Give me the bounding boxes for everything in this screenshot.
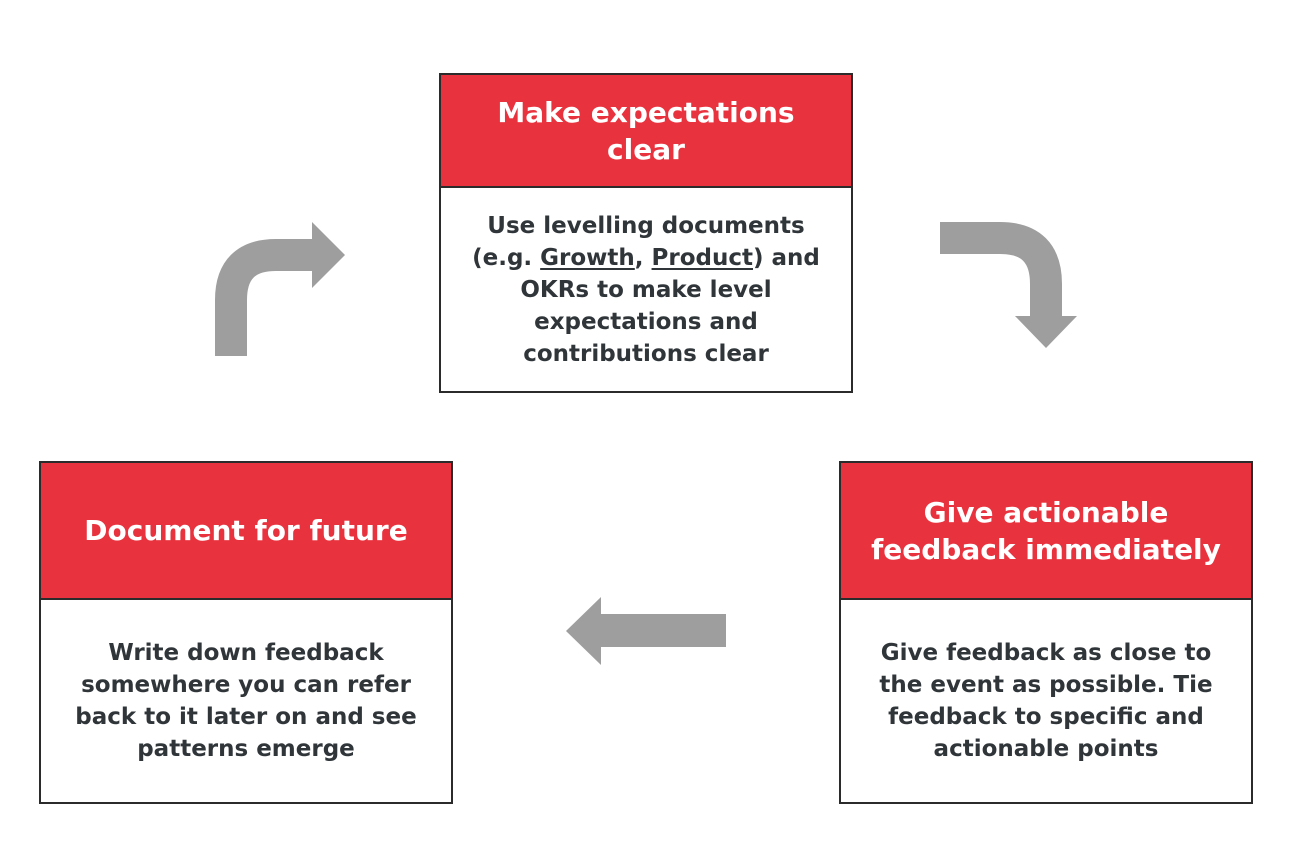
card-make-expectations-clear: Make expectations clear Use levelling do… [439, 73, 853, 393]
card-title: Document for future [41, 463, 451, 600]
card-description: Use levelling documents (e.g. Growth, Pr… [441, 188, 851, 391]
card-description-suffix: ) and OKRs to make level expectations an… [520, 244, 820, 367]
growth-link[interactable]: Growth [540, 244, 635, 271]
card-description-prefix: Use levelling documents (e.g. [472, 212, 805, 271]
arrow-left-icon [566, 597, 726, 665]
product-link[interactable]: Product [651, 244, 754, 271]
card-description: Give feedback as close to the event as p… [841, 600, 1251, 802]
card-title: Give actionable feedback immediately [841, 463, 1251, 600]
curved-arrow-up-right-icon [215, 222, 345, 356]
card-description-text: Write down feedback somewhere you can re… [75, 640, 417, 762]
card-description-text: Give feedback as close to the event as p… [879, 640, 1213, 762]
curved-arrow-right-down-icon [940, 222, 1077, 348]
card-document-for-future: Document for future Write down feedback … [39, 461, 453, 804]
card-title: Make expectations clear [441, 75, 851, 188]
card-give-actionable-feedback: Give actionable feedback immediately Giv… [839, 461, 1253, 804]
card-description: Write down feedback somewhere you can re… [41, 600, 451, 802]
card-description-separator: , [634, 244, 652, 271]
